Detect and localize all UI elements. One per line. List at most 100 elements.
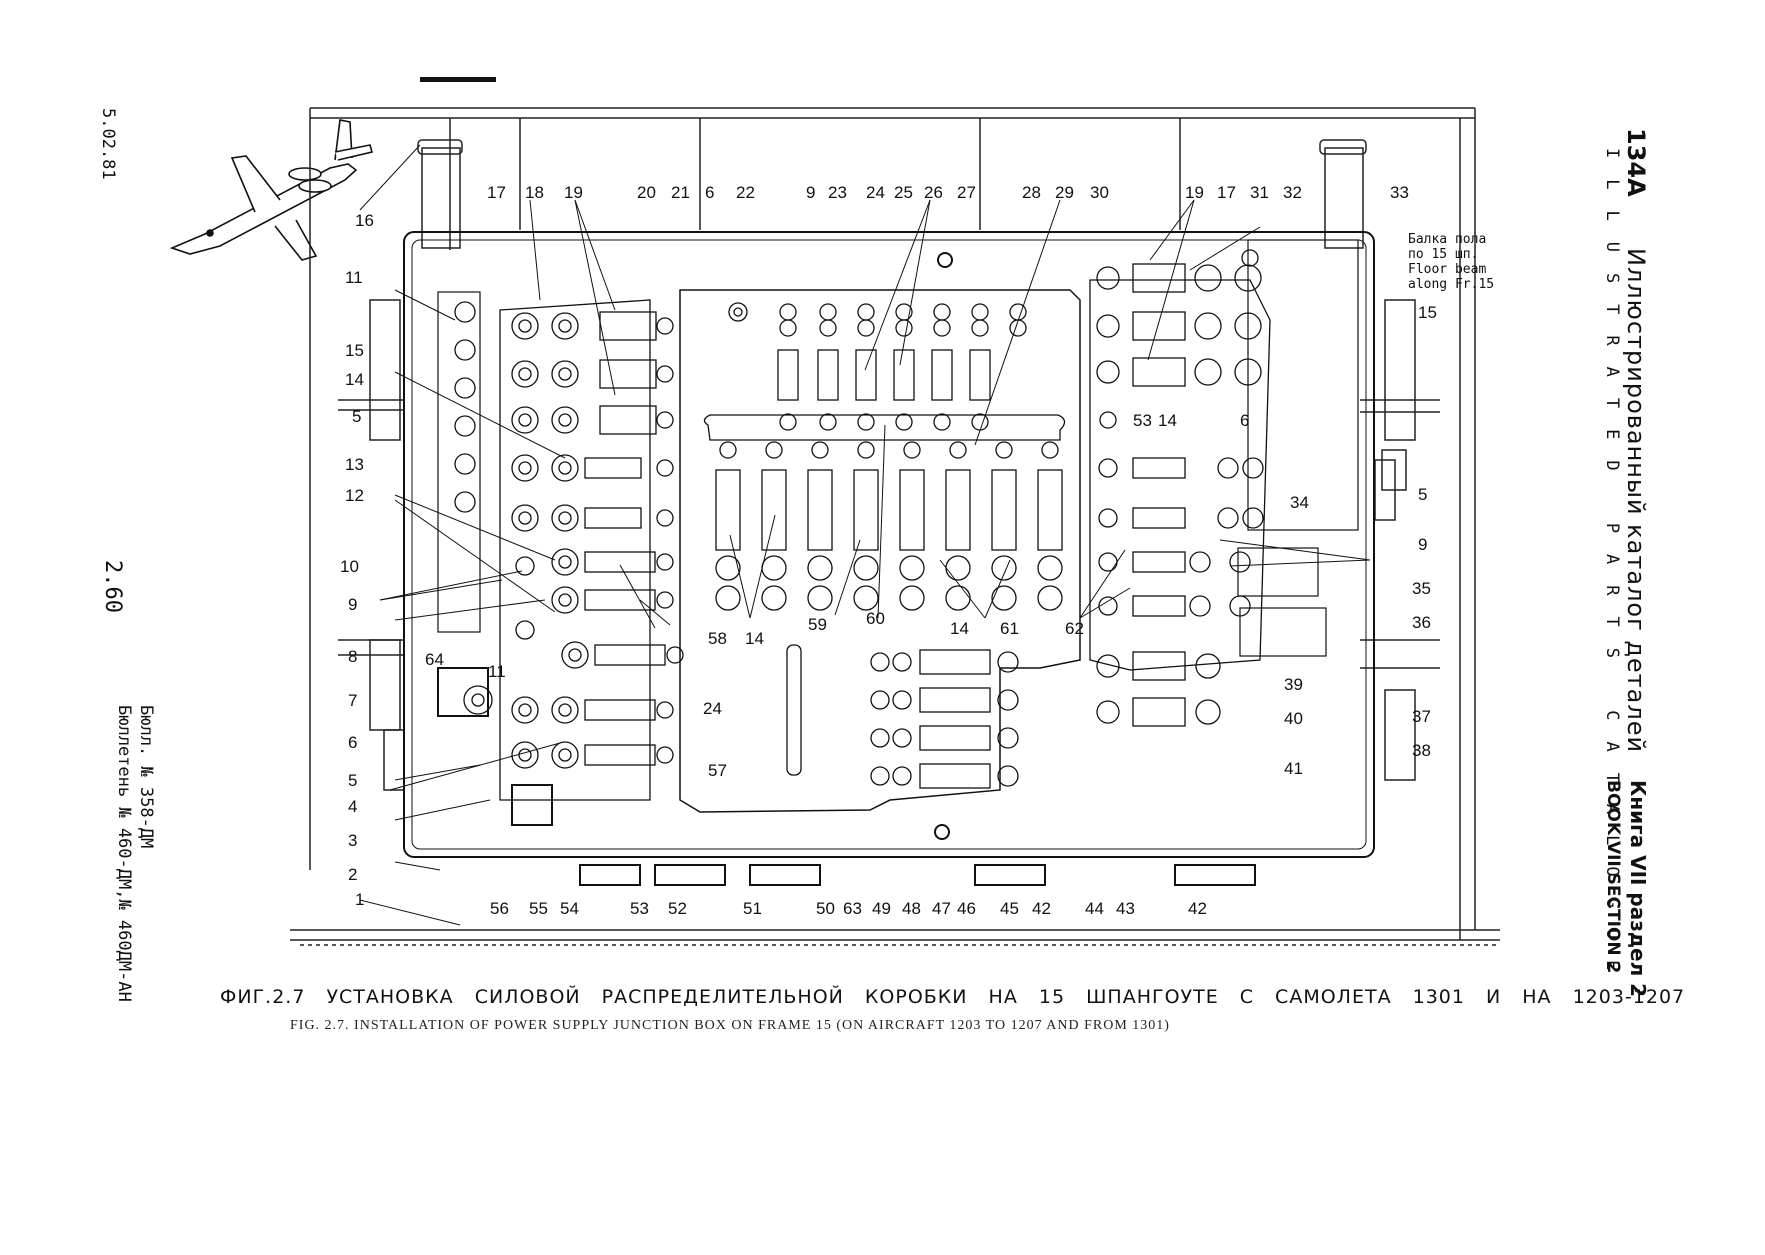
floor-note-ru-2: по 15 шп. — [1408, 247, 1479, 262]
catalogue-title-ru: Иллюстрированный каталог деталей — [1622, 248, 1650, 754]
callout-top-9: 9 — [806, 183, 815, 202]
left-terminal-block — [454, 301, 684, 769]
callout-top-20: 20 — [637, 183, 656, 202]
callout-right-5: 5 — [1418, 485, 1427, 504]
callout-top-27: 27 — [957, 183, 976, 202]
floor-beam-note: Балка пола по 15 шп. Floor beam along Fr… — [1408, 232, 1494, 292]
callout-right-6: 6 — [1240, 411, 1249, 430]
floor-note-en-1: Floor beam — [1408, 262, 1487, 277]
callout-top-31: 31 — [1250, 183, 1269, 202]
callout-right-36: 36 — [1412, 613, 1431, 632]
callout-left-6: 6 — [348, 733, 357, 752]
callout-inner-59: 59 — [808, 615, 827, 634]
callout-right-9: 9 — [1418, 535, 1427, 554]
callout-top-21: 21 — [671, 183, 690, 202]
callout-bottom-47: 47 — [932, 899, 951, 918]
callout-inner-24: 24 — [703, 699, 722, 718]
leader-lines — [359, 144, 1371, 926]
callout-bottom-45: 45 — [1000, 899, 1019, 918]
page-number: 2.60 — [100, 560, 125, 613]
callout-bottom-51: 51 — [743, 899, 762, 918]
bulletin-line-2: Бюллетень № 460-ДМ,№ 460ДМ-АН — [114, 705, 134, 1002]
floor-note-en-2: along Fr.15 — [1408, 277, 1495, 292]
callout-bottom-48: 48 — [902, 899, 921, 918]
callout-left-15: 15 — [345, 341, 364, 360]
callout-left-5b: 5 — [348, 771, 357, 790]
callout-left-5: 5 — [352, 407, 361, 426]
aircraft-icon — [169, 119, 373, 261]
callout-left-64: 64 — [425, 650, 444, 669]
callout-bottom-43: 43 — [1116, 899, 1135, 918]
callout-bottom-56: 56 — [490, 899, 509, 918]
callout-left-10: 10 — [340, 557, 359, 576]
callout-inner-58: 58 — [708, 629, 727, 648]
callout-left-11b: 11 — [488, 662, 506, 681]
callout-top-18: 18 — [525, 183, 544, 202]
callout-top-6: 6 — [705, 183, 714, 202]
callout-top-28: 28 — [1022, 183, 1041, 202]
callout-right-14: 14 — [1158, 411, 1177, 430]
callout-top-33: 33 — [1390, 183, 1409, 202]
callout-inner-14: 14 — [745, 629, 764, 648]
callout-left-12: 12 — [345, 486, 364, 505]
callout-right-40: 40 — [1284, 709, 1303, 728]
bulletin-line-1: Бюлл. № 358-ДМ — [136, 705, 156, 849]
callout-right-37: 37 — [1412, 707, 1431, 726]
frame-structure — [290, 107, 1500, 946]
right-terminal-block — [1096, 249, 1264, 727]
model-designation: 134А — [1622, 128, 1650, 197]
callout-bottom-53: 53 — [630, 899, 649, 918]
callout-bottom-44: 44 — [1085, 899, 1104, 918]
callout-top-26: 26 — [924, 183, 943, 202]
callout-top-17b: 17 — [1217, 183, 1236, 202]
book-section-en: BOOK VII SECTION 2 — [1603, 780, 1623, 974]
book-section-ru: Книга VII раздел 2 — [1626, 780, 1650, 998]
callout-inner-14b: 14 — [950, 619, 969, 638]
callout-right-34: 34 — [1290, 493, 1309, 512]
callout-right-53: 53 — [1133, 411, 1152, 430]
figure-caption-ru: ФИГ.2.7 УСТАНОВКА СИЛОВОЙ РАСПРЕДЕЛИТЕЛЬ… — [220, 986, 1686, 1008]
callout-bottom-46: 46 — [957, 899, 976, 918]
callout-left-13: 13 — [345, 455, 364, 474]
callout-left-11: 11 — [345, 268, 363, 287]
callout-bottom-54: 54 — [560, 899, 579, 918]
callout-bottom-63: 63 — [843, 899, 862, 918]
callout-top-23: 23 — [828, 183, 847, 202]
callout-labels: 17 18 19 20 21 6 22 9 23 24 25 26 27 28 … — [340, 183, 1437, 918]
callout-top-19b: 19 — [1185, 183, 1204, 202]
central-fuse-bank — [703, 302, 1066, 611]
callout-right-35: 35 — [1412, 579, 1431, 598]
callout-left-16: 16 — [355, 211, 374, 230]
floor-note-ru-1: Балка пола — [1408, 232, 1487, 247]
callout-inner-61: 61 — [1000, 619, 1019, 638]
callout-top-30: 30 — [1090, 183, 1109, 202]
callout-bottom-50: 50 — [816, 899, 835, 918]
lower-fuse-block — [870, 649, 1019, 789]
callout-left-4: 4 — [348, 797, 357, 816]
callout-bottom-42: 42 — [1032, 899, 1051, 918]
callout-bottom-55: 55 — [529, 899, 548, 918]
callout-top-19: 19 — [564, 183, 583, 202]
figure-caption-en: FIG. 2.7. INSTALLATION OF POWER SUPPLY J… — [290, 1018, 1170, 1033]
callout-right-41: 41 — [1284, 759, 1303, 778]
callout-inner-57: 57 — [708, 761, 727, 780]
callout-bottom-49: 49 — [872, 899, 891, 918]
callout-top-17: 17 — [487, 183, 506, 202]
junction-box-plate — [403, 231, 1375, 886]
callout-left-3: 3 — [348, 831, 357, 850]
callout-top-24: 24 — [866, 183, 885, 202]
callout-inner-60: 60 — [866, 609, 885, 628]
date-code: 5.02.81 — [98, 108, 118, 180]
callout-left-7: 7 — [348, 691, 357, 710]
callout-right-15: 15 — [1418, 303, 1437, 322]
callout-left-2: 2 — [348, 865, 357, 884]
callout-bottom-52: 52 — [668, 899, 687, 918]
callout-bottom-42b: 42 — [1188, 899, 1207, 918]
callout-left-8: 8 — [348, 647, 357, 666]
top-mark — [420, 77, 496, 82]
callout-left-1: 1 — [355, 890, 364, 909]
callout-inner-62: 62 — [1065, 619, 1084, 638]
callout-left-14: 14 — [345, 370, 364, 389]
callout-top-25: 25 — [894, 183, 913, 202]
